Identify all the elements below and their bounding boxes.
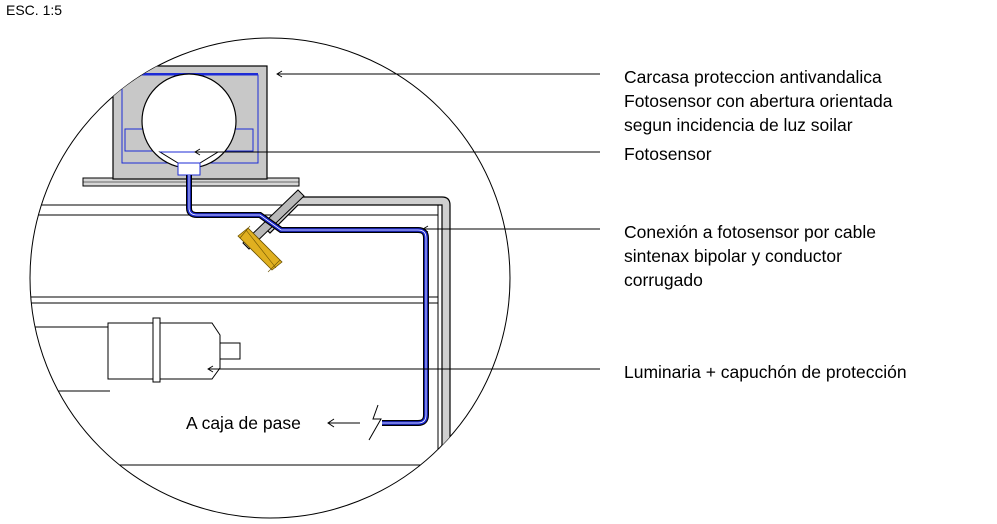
callout-conexion-line-3: corrugado [624,270,703,290]
leader-lines [194,70,600,373]
callout-conexion: Conexión a fotosensor por cable sintenax… [624,222,876,290]
callout-carcasa-line-3: segun incidencia de luz soilar [624,115,853,135]
diagonal-flange [242,189,305,250]
callout-luminaria-line-1: Luminaria + capuchón de protección [624,362,907,382]
callout-luminaria: Luminaria + capuchón de protección [624,362,907,382]
detail-content [30,65,451,518]
callout-conexion-line-2: sintenax bipolar y conductor [624,246,842,266]
cable-destination-label: A caja de pase [186,413,301,433]
protective-housing [112,65,268,180]
detail-circle [29,37,511,519]
mounting-bracket [264,196,451,518]
bolt [237,225,283,273]
sensor-cable [186,175,429,426]
luminaire [107,317,241,383]
callout-carcasa-line-1: Carcasa proteccion antivandalica [624,67,882,87]
break-symbol [327,404,382,441]
callout-carcasa-line-2: Fotosensor con abertura orientada [624,91,893,111]
callout-carcasa: Carcasa proteccion antivandalica Fotosen… [624,67,893,135]
callout-fotosensor-line-1: Fotosensor [624,144,712,164]
scale-label: ESC. 1:5 [6,2,62,18]
callout-fotosensor: Fotosensor [624,144,712,164]
callout-conexion-line-1: Conexión a fotosensor por cable [624,222,876,242]
